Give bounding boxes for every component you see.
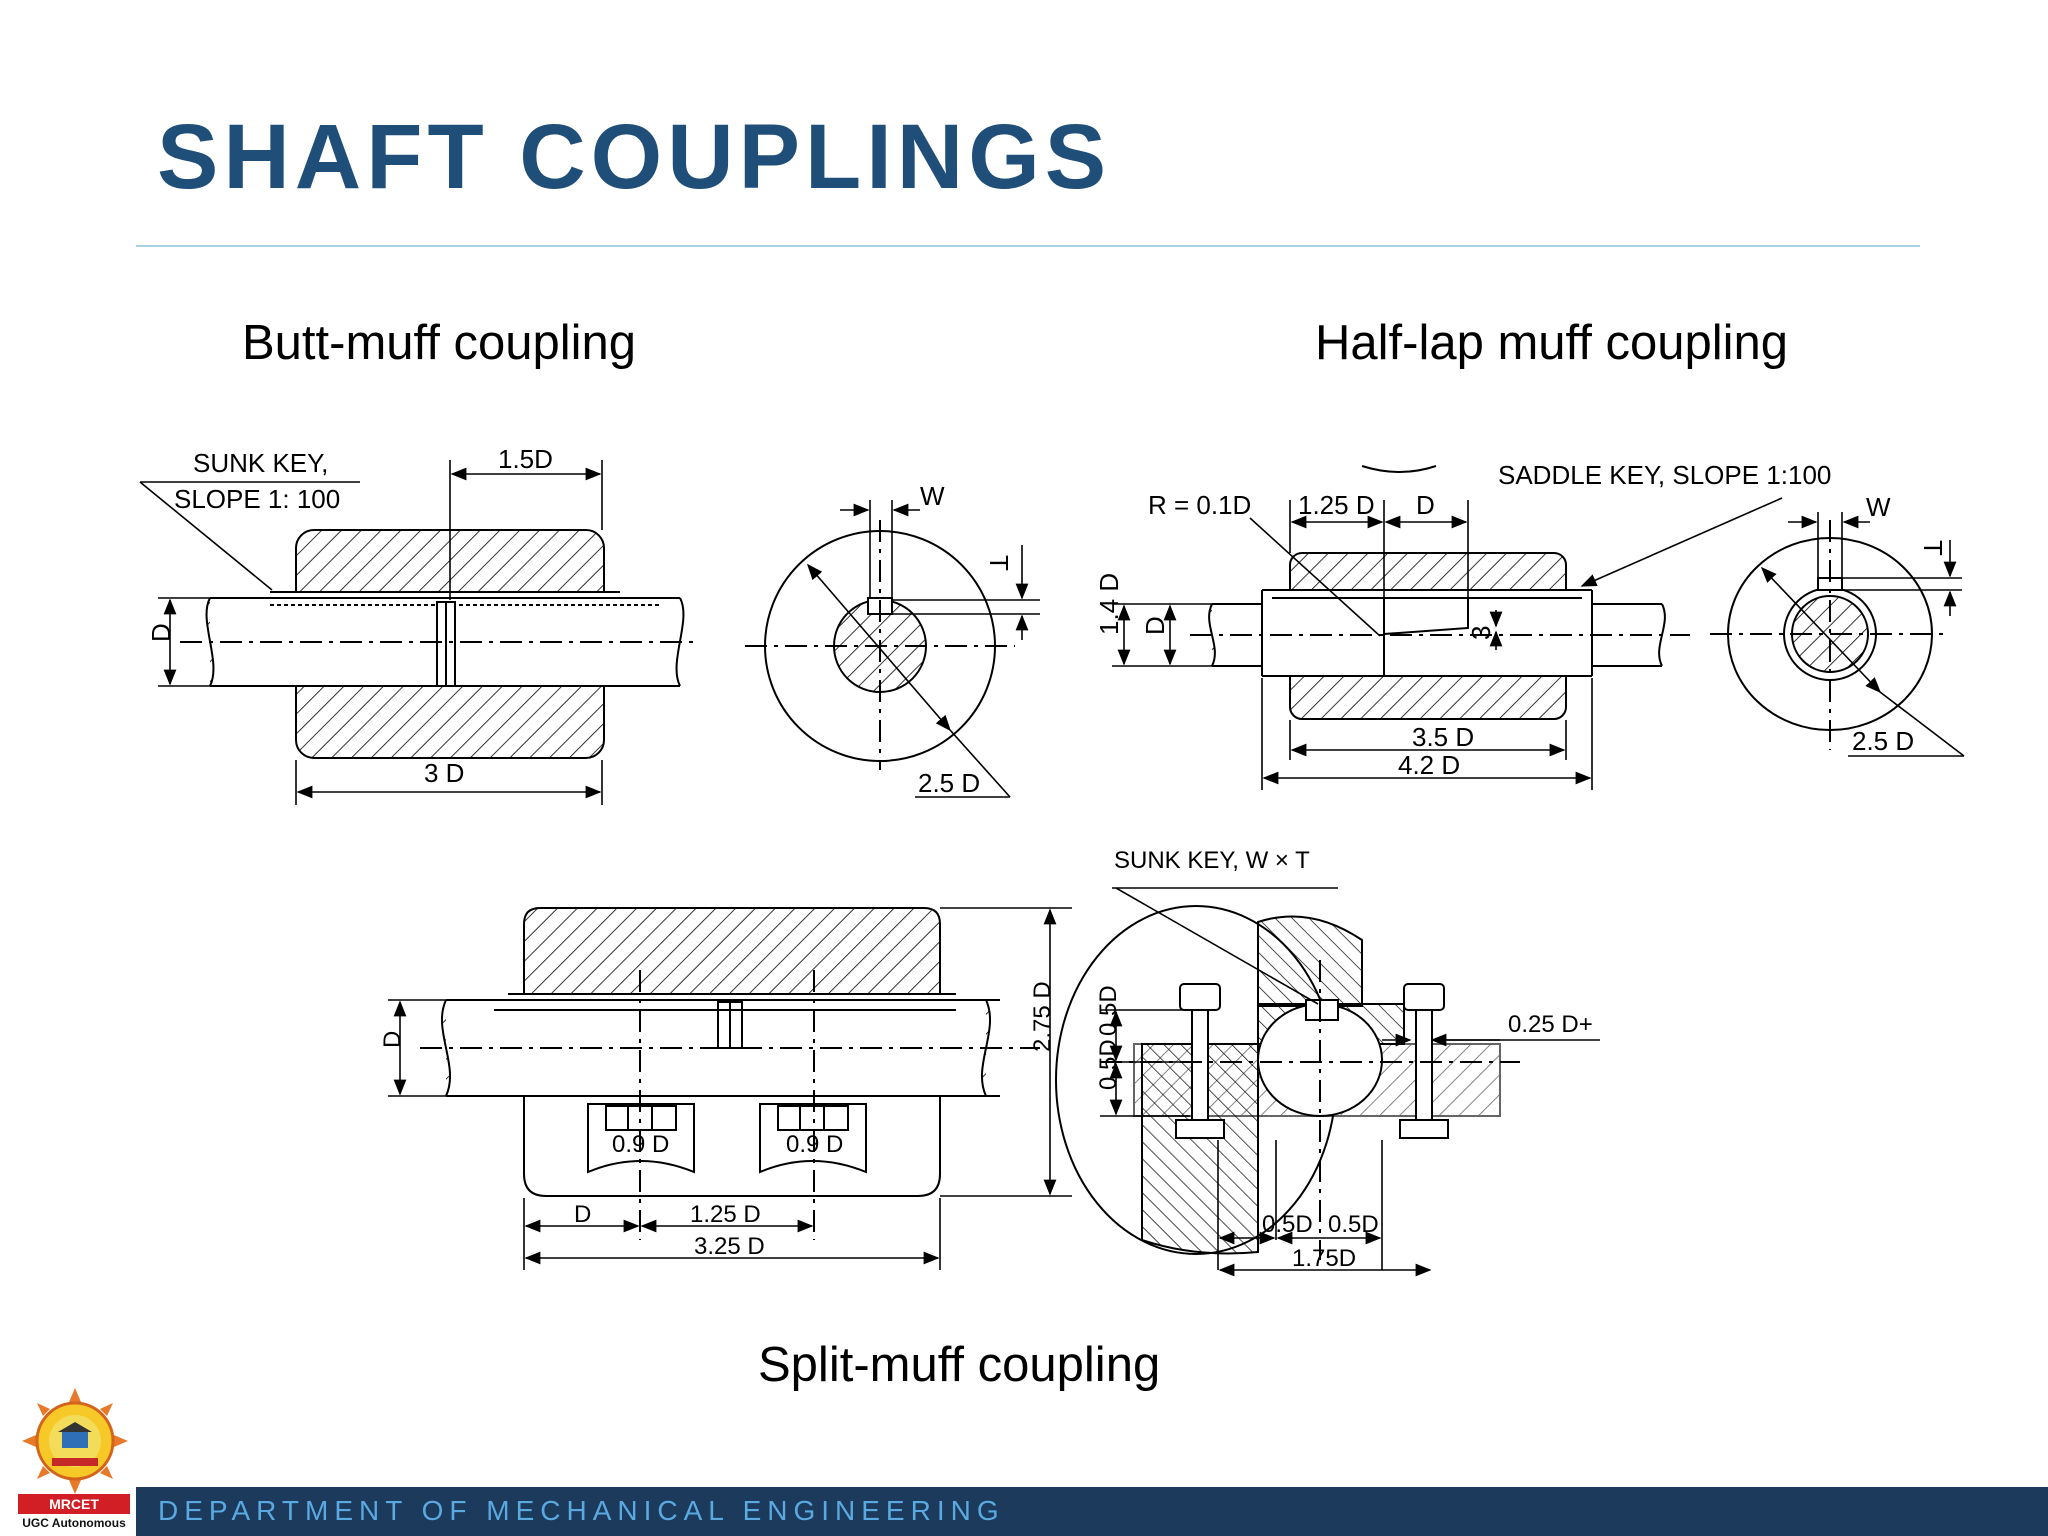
butt-muff-side-labels: SUNK KEY, SLOPE 1: 100 1.5D 3 D D [146, 444, 553, 788]
half-lap-side-dimensions [1112, 497, 1783, 790]
butt-key-note-line2: SLOPE 1: 100 [174, 484, 340, 514]
butt-muff-side-dimensions [139, 460, 603, 805]
split-muff-end-view [1055, 905, 1520, 1260]
split-dim-pitch: 1.25 D [690, 1201, 761, 1228]
caption-butt-muff: Butt-muff coupling [242, 316, 637, 370]
split-muff-end-dimensions [1100, 887, 1600, 1277]
split-dim-clearance: 0.25 D+ [1508, 1011, 1593, 1038]
half-lap-dim-key-depth: T [1918, 540, 1948, 556]
butt-key-note-line1: SUNK KEY, [193, 448, 328, 478]
split-muff-side-labels: D 2.75 D 0.9 D 0.9 D D 1.25 D 3.25 D [379, 981, 1056, 1260]
butt-dim-shaft: D [146, 623, 176, 642]
half-lap-radius-note: R = 0.1D [1148, 490, 1251, 520]
split-muff-bolt-right [759, 1103, 867, 1174]
logo-campus-label: MRCET CAMPUS [18, 1494, 130, 1532]
half-lap-dim-hub: 1.4 D [1094, 573, 1124, 635]
caption-split-muff: Split-muff coupling [758, 1338, 1161, 1392]
title-divider [136, 245, 1920, 247]
split-dim-length: 3.25 D [694, 1233, 765, 1260]
half-lap-key-note: SADDLE KEY, SLOPE 1:100 [1498, 460, 1831, 490]
half-lap-dim-total-len: 4.2 D [1398, 750, 1460, 780]
butt-muff-end-dimensions [806, 500, 1040, 798]
half-lap-end-dimensions [1760, 512, 1965, 757]
split-dim-bolt-left: 0.9 D [612, 1131, 669, 1158]
split-key-note: SUNK KEY, W × T [1114, 847, 1310, 874]
split-muff-side-dimensions [388, 907, 1072, 1270]
college-logo: MRCET CAMPUS UGC Autonomous [14, 1388, 134, 1536]
half-lap-dim-shaft: D [1140, 616, 1170, 635]
split-dim-d: D [574, 1201, 591, 1228]
half-lap-end-labels: W T 2.5 D [1852, 492, 1948, 756]
footer-department: DEPARTMENT OF MECHANICAL ENGINEERING [158, 1495, 1005, 1526]
split-dim-bolt-gap-left: 0.5D [1262, 1211, 1313, 1238]
split-dim-bolt-gap-right: 0.5D [1328, 1211, 1379, 1238]
slide-title: SHAFT COUPLINGS [157, 106, 1112, 208]
sun-emblem-icon [22, 1388, 128, 1494]
butt-muff-side-view [180, 529, 700, 759]
split-dim-width: 1.75D [1292, 1245, 1356, 1272]
half-lap-side-labels: R = 0.1D 1.25 D D SADDLE KEY, SLOPE 1:10… [1094, 460, 1831, 780]
butt-muff-end-view [745, 520, 1015, 770]
split-muff-side-view [420, 907, 1040, 1240]
butt-muff-end-labels: W T 2.5 D [918, 481, 1014, 798]
butt-dim-length: 3 D [424, 758, 464, 788]
half-lap-dim-key-width: W [1866, 492, 1891, 522]
split-dim-half-lower: 0.5D [1095, 1039, 1122, 1090]
butt-dim-outer: 2.5 D [918, 768, 980, 798]
footer-bar: DEPARTMENT OF MECHANICAL ENGINEERING [136, 1487, 2048, 1536]
half-lap-side-view [1190, 465, 1690, 720]
half-lap-dim-step: 3 [1466, 626, 1496, 640]
split-muff-upper-half [523, 907, 941, 995]
split-dim-shaft: D [379, 1031, 406, 1048]
butt-dim-half-length: 1.5D [498, 444, 553, 474]
half-lap-dim-inner-len: 3.5 D [1412, 722, 1474, 752]
split-muff-end-labels: SUNK KEY, W × T 0.5D 0.5D 0.25 D+ 0.5D 0… [1095, 847, 1593, 1272]
half-lap-dim-d-top: D [1416, 490, 1435, 520]
logo-status-label: UGC Autonomous [22, 1516, 126, 1530]
half-lap-dim-lap: 1.25 D [1298, 490, 1375, 520]
butt-dim-key-width: W [920, 481, 945, 511]
half-lap-dim-outer: 2.5 D [1852, 726, 1914, 756]
split-dim-height: 2.75 D [1029, 981, 1056, 1052]
split-dim-half-upper: 0.5D [1095, 985, 1122, 1036]
half-lap-end-view [1710, 520, 1950, 750]
split-dim-bolt-right: 0.9 D [786, 1131, 843, 1158]
caption-half-lap: Half-lap muff coupling [1315, 316, 1789, 370]
split-muff-bolt-left [587, 1103, 695, 1174]
butt-dim-key-depth: T [984, 555, 1014, 571]
